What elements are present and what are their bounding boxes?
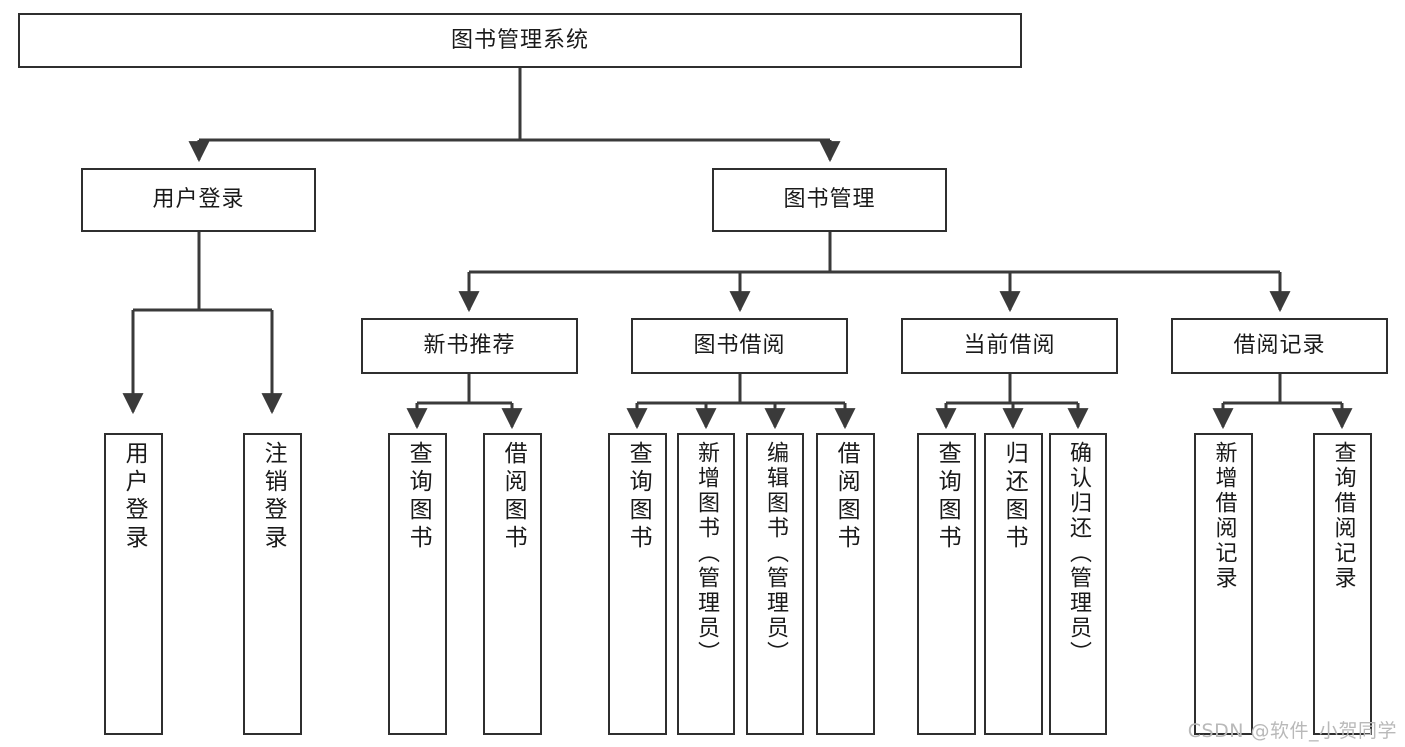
node-user-login-label: 用户登录 xyxy=(152,187,245,213)
leaf-confirm-return-admin[interactable]: 确认归还（管理员） xyxy=(1049,433,1107,735)
leaf-new-book-borrow[interactable]: 借阅图书 xyxy=(483,433,542,735)
leaf-edit-book-admin[interactable]: 编辑图书（管理员） xyxy=(746,433,804,735)
leaf-add-borrow-record-label: 新增借阅记录 xyxy=(1211,441,1237,591)
leaf-return-book-label: 归还图书 xyxy=(1001,441,1028,553)
leaf-borrow-query-book[interactable]: 查询图书 xyxy=(608,433,667,735)
leaf-query-borrow-record[interactable]: 查询借阅记录 xyxy=(1313,433,1372,735)
leaf-logout[interactable]: 注销登录 xyxy=(243,433,302,735)
leaf-add-borrow-record[interactable]: 新增借阅记录 xyxy=(1194,433,1253,735)
leaf-add-book-admin-label: 新增图书（管理员） xyxy=(693,441,719,666)
leaf-new-book-query[interactable]: 查询图书 xyxy=(388,433,447,735)
node-current-borrow-label: 当前借阅 xyxy=(963,333,1056,359)
leaf-return-book[interactable]: 归还图书 xyxy=(984,433,1043,735)
leaf-add-book-admin[interactable]: 新增图书（管理员） xyxy=(677,433,735,735)
leaf-new-book-query-label: 查询图书 xyxy=(405,441,432,553)
leaf-query-borrow-record-label: 查询借阅记录 xyxy=(1330,441,1356,591)
leaf-logout-label: 注销登录 xyxy=(260,441,287,553)
leaf-user-login[interactable]: 用户登录 xyxy=(104,433,163,735)
leaf-user-login-label: 用户登录 xyxy=(121,441,148,553)
node-new-book-recommend-label: 新书推荐 xyxy=(423,333,516,359)
leaf-borrow-book[interactable]: 借阅图书 xyxy=(816,433,875,735)
watermark-text: CSDN @软件_小贺同学 xyxy=(1187,720,1397,742)
node-book-borrow[interactable]: 图书借阅 xyxy=(631,318,848,374)
node-new-book-recommend[interactable]: 新书推荐 xyxy=(361,318,578,374)
node-borrow-record[interactable]: 借阅记录 xyxy=(1171,318,1388,374)
node-user-login[interactable]: 用户登录 xyxy=(81,168,316,232)
node-current-borrow[interactable]: 当前借阅 xyxy=(901,318,1118,374)
leaf-current-query-book-label: 查询图书 xyxy=(934,441,961,553)
node-root-system-label: 图书管理系统 xyxy=(450,27,589,53)
node-book-borrow-label: 图书借阅 xyxy=(693,333,786,359)
node-borrow-record-label: 借阅记录 xyxy=(1233,333,1326,359)
leaf-edit-book-admin-label: 编辑图书（管理员） xyxy=(762,441,788,666)
leaf-confirm-return-admin-label: 确认归还（管理员） xyxy=(1065,441,1091,666)
leaf-new-book-borrow-label: 借阅图书 xyxy=(500,441,527,553)
leaf-current-query-book[interactable]: 查询图书 xyxy=(917,433,976,735)
leaf-borrow-book-label: 借阅图书 xyxy=(833,441,860,553)
node-book-management[interactable]: 图书管理 xyxy=(712,168,947,232)
node-root-system[interactable]: 图书管理系统 xyxy=(18,13,1022,68)
node-book-management-label: 图书管理 xyxy=(783,187,876,213)
leaf-borrow-query-book-label: 查询图书 xyxy=(625,441,652,553)
